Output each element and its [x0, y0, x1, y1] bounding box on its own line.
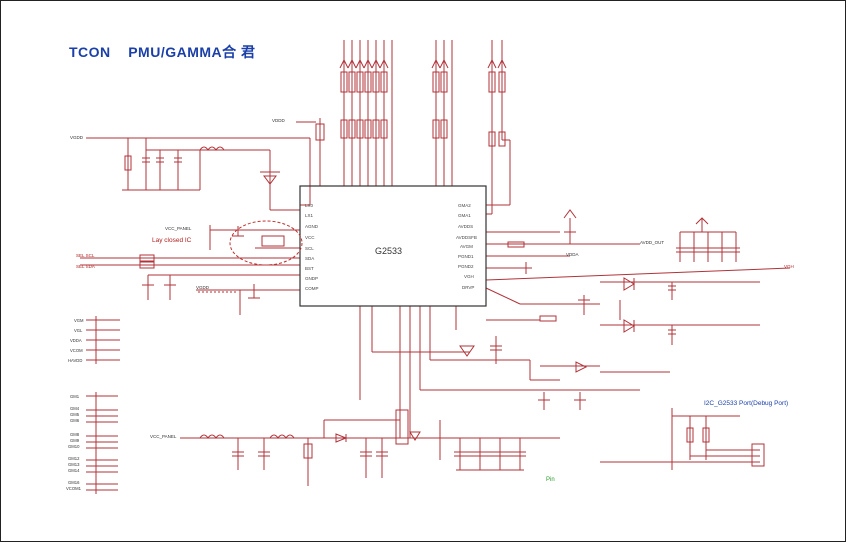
chip-pin-left: LX0 [305, 203, 314, 208]
net-label: VGH [784, 264, 794, 269]
page-title: TCON PMU/GAMMA合 君 [69, 44, 256, 60]
gamma-label: GM1 [70, 394, 80, 399]
net-label: VDDD [272, 118, 286, 123]
gamma-label: GM8 [70, 432, 80, 437]
gamma-label: VGL [74, 328, 83, 333]
chip-pin-left: VCC [305, 235, 315, 240]
gamma-label: GM9 [70, 438, 80, 443]
chip-pin-right: AVGM [460, 244, 473, 249]
net-label: SEL SCL [76, 253, 95, 258]
net-label: VCC_PANEL [165, 226, 192, 231]
net-label: VDDA [566, 252, 579, 257]
chip-pin-right: DRVP [462, 285, 474, 290]
lay-closed-region [229, 220, 303, 266]
chip-pin-right: VGH [464, 274, 474, 279]
net-label: VGDD [196, 285, 210, 290]
chip-pin-right: GMA2 [458, 203, 471, 208]
chip-pin-right: AVDDS [458, 224, 473, 229]
gamma-label: HAVDD [68, 358, 82, 363]
gamma-label: GM14 [68, 468, 80, 473]
gamma-label: GM10 [68, 444, 80, 449]
net-label: VCC_PANEL [150, 434, 177, 439]
debug-port-label: I2C_G2533 Port(Debug Port) [704, 400, 788, 407]
gamma-label: VGM [74, 318, 84, 323]
gamma-label: VDDA [70, 338, 82, 343]
lay-closed-label: Lay closed IC [152, 237, 192, 244]
chip-pin-left: LX1 [305, 213, 314, 218]
chip-name: G2533 [375, 246, 402, 256]
chip-pin-right: GMA1 [458, 213, 471, 218]
chip-pin-left: COMP [305, 286, 319, 291]
chip-pin-left: BST [305, 266, 314, 271]
chip-pin-left: GNDP [305, 276, 318, 281]
gamma-label: GM16 [68, 480, 80, 485]
chip-pin-right: PGND1 [458, 254, 474, 259]
chip-pin-left: AGND [305, 224, 319, 229]
net-label: SEL SDA [76, 264, 95, 269]
chip-pin-left: SDA [305, 256, 314, 261]
gamma-label: VCOM [70, 348, 83, 353]
net-label: VGDD [70, 135, 84, 140]
pin-marker-label: Pin [546, 477, 555, 483]
gamma-label: GM6 [70, 418, 80, 423]
gamma-label: GM12 [68, 456, 80, 461]
gamma-label: VCOM1 [66, 486, 82, 491]
net-label: AVDD_OUT [640, 240, 664, 245]
chip-g2533 [299, 185, 487, 307]
gamma-label: GM4 [70, 406, 80, 411]
chip-pin-right: PGND2 [458, 264, 474, 269]
gamma-label: GM5 [70, 412, 80, 417]
gamma-label: GM13 [68, 462, 80, 467]
chip-pin-right: AVDDSFB [456, 235, 477, 240]
chip-pin-left: SCL [305, 246, 314, 251]
